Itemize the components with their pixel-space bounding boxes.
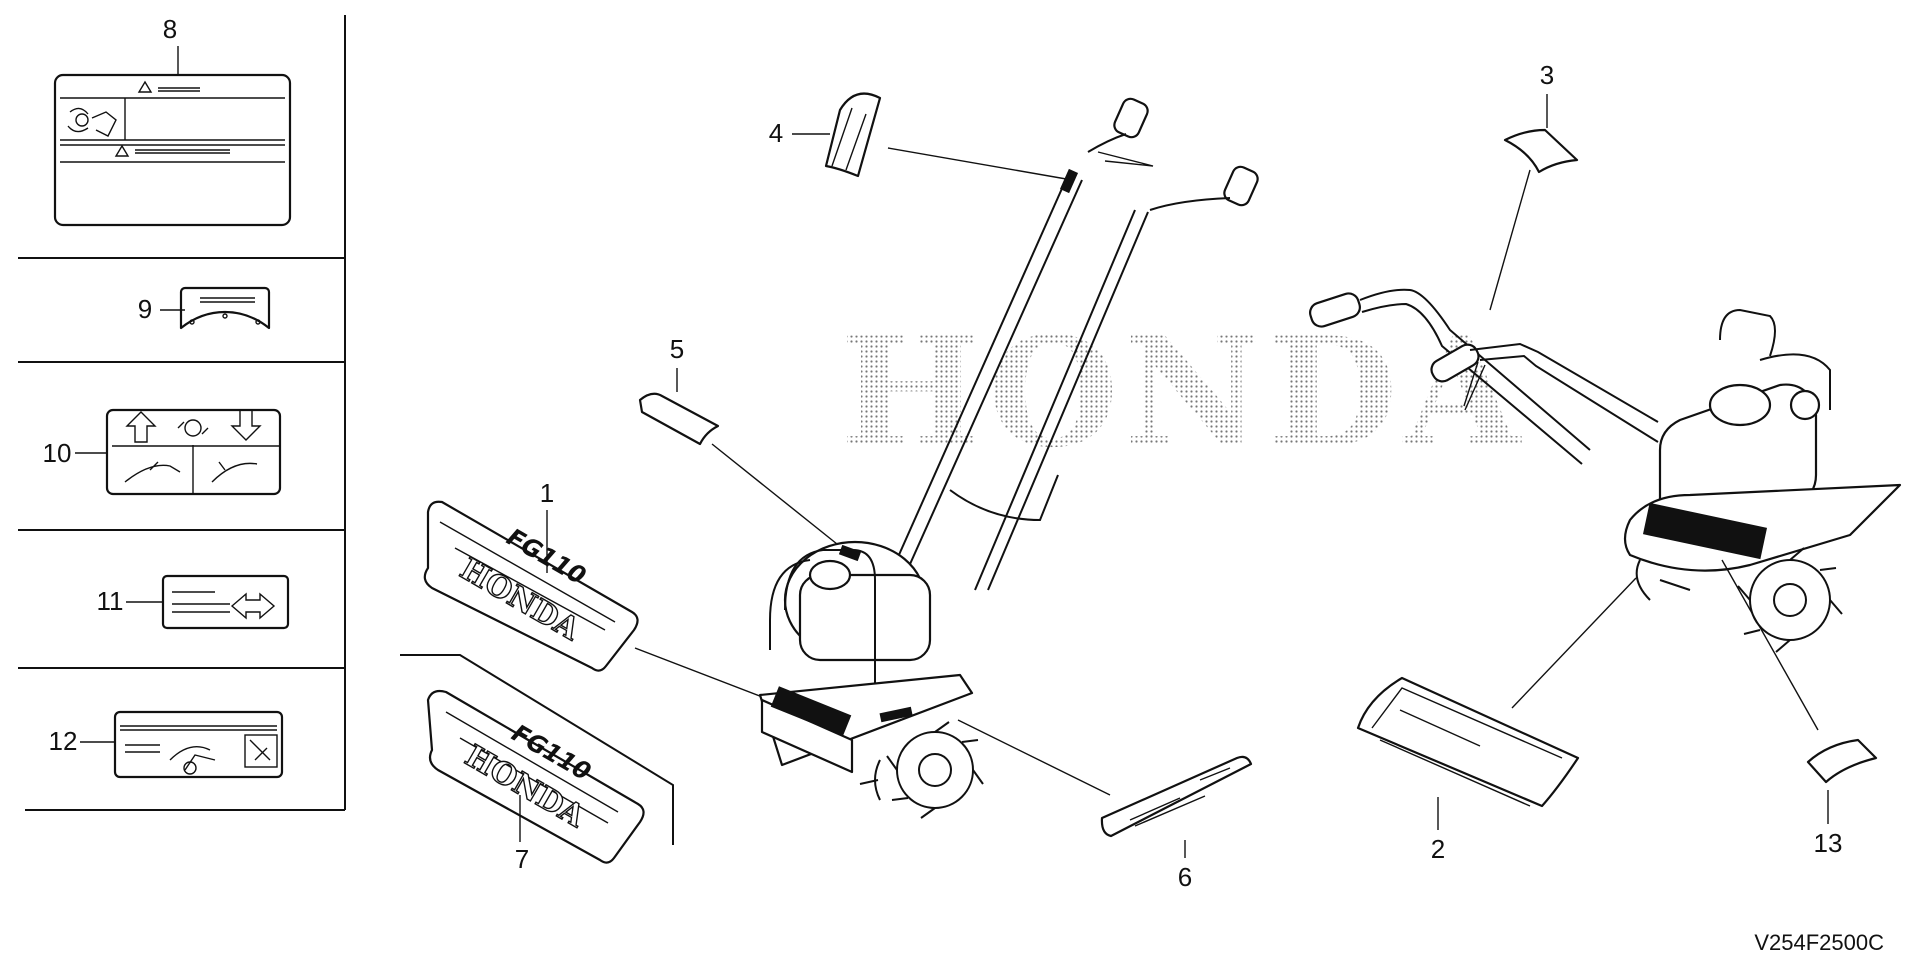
tine-wheel-rear bbox=[1635, 547, 1843, 653]
part-9-label bbox=[179, 286, 271, 330]
callout-11: 11 bbox=[97, 586, 124, 616]
part-4-handle-decal bbox=[824, 92, 882, 178]
callout-9: 9 bbox=[138, 294, 152, 324]
callout-4: 4 bbox=[769, 118, 783, 148]
callout-5: 5 bbox=[670, 334, 684, 364]
tiller-rear-view bbox=[1309, 288, 1902, 653]
part-6-decal bbox=[1100, 755, 1253, 838]
arrow-down-icon bbox=[230, 409, 262, 441]
callout-2: 2 bbox=[1431, 834, 1445, 864]
callout-6: 6 bbox=[1178, 862, 1192, 892]
callout-7: 7 bbox=[515, 844, 529, 874]
tiller-front-view bbox=[758, 97, 1259, 819]
callout-10: 10 bbox=[43, 438, 72, 468]
part-8-warning-label bbox=[53, 73, 292, 227]
callout-3: 3 bbox=[1540, 60, 1554, 90]
callout-1: 1 bbox=[540, 478, 554, 508]
part-13-decal bbox=[1806, 738, 1878, 784]
callout-8: 8 bbox=[163, 14, 177, 44]
figure-code: V254F2500C bbox=[1754, 930, 1884, 955]
part-5-small-decal bbox=[638, 392, 720, 446]
part-7-front-decal: FG110 HONDA bbox=[426, 689, 645, 864]
tine-wheel bbox=[859, 721, 984, 819]
callout-13: 13 bbox=[1814, 828, 1843, 858]
arrow-up-icon bbox=[125, 411, 157, 443]
part-11-label bbox=[161, 574, 290, 630]
left-label-panel bbox=[18, 15, 346, 811]
callout-12: 12 bbox=[49, 726, 78, 756]
part-3-decal bbox=[1503, 128, 1579, 174]
rotate-icon bbox=[177, 419, 209, 437]
part-2-decal bbox=[1356, 676, 1580, 808]
part-1-side-decal: FG110 HONDA bbox=[423, 500, 639, 672]
honda-watermark: HONDA bbox=[840, 305, 1526, 481]
part-12-label bbox=[113, 710, 284, 779]
rotating-tine-hazard-icon bbox=[67, 107, 117, 137]
part-10-control-label bbox=[105, 408, 282, 496]
